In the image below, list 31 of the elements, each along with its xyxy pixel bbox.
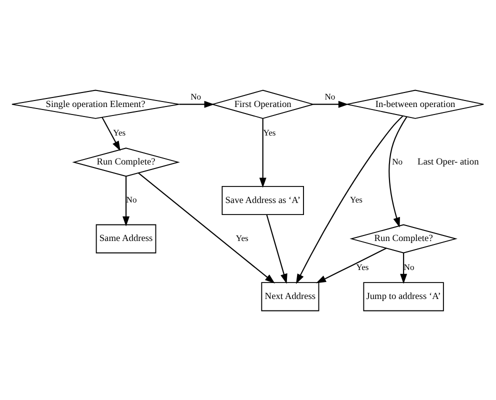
arrow (258, 118, 266, 188)
node-box: Next Address (260, 282, 319, 311)
edge-label: No (126, 194, 136, 204)
node-diamond: In-between operation (346, 89, 484, 118)
arrow (178, 100, 214, 108)
arrow (138, 172, 274, 284)
arrow (101, 116, 120, 151)
node-diamond: Single operation Element? (11, 89, 180, 118)
arrow (315, 247, 386, 283)
node-diamond: First Operation (210, 89, 314, 118)
arrow (400, 252, 407, 284)
edge-label: No (324, 90, 335, 101)
edge-label: No (403, 261, 414, 272)
label: Last Oper- ation (417, 157, 478, 168)
node-box: Same Address (95, 224, 156, 253)
arrow (266, 214, 287, 284)
edge-label: Yes (262, 126, 276, 137)
arrow (312, 100, 348, 108)
node-box: Jump to address ‘A’ (362, 282, 444, 311)
edge-label: Yes (350, 194, 362, 204)
node-diamond: Run Complete? (349, 224, 457, 253)
edge-label: Yes (356, 261, 368, 272)
arrow (388, 116, 407, 228)
edge-label: Yes (112, 126, 126, 137)
node-diamond: Run Complete? (72, 147, 180, 176)
edge-label: No (190, 90, 201, 101)
node-box: Save Address as ‘A’ (221, 185, 304, 215)
edge-label: Yes (235, 232, 248, 242)
arrow (122, 176, 130, 226)
edge-label: No (392, 156, 402, 166)
arrow (295, 115, 403, 284)
